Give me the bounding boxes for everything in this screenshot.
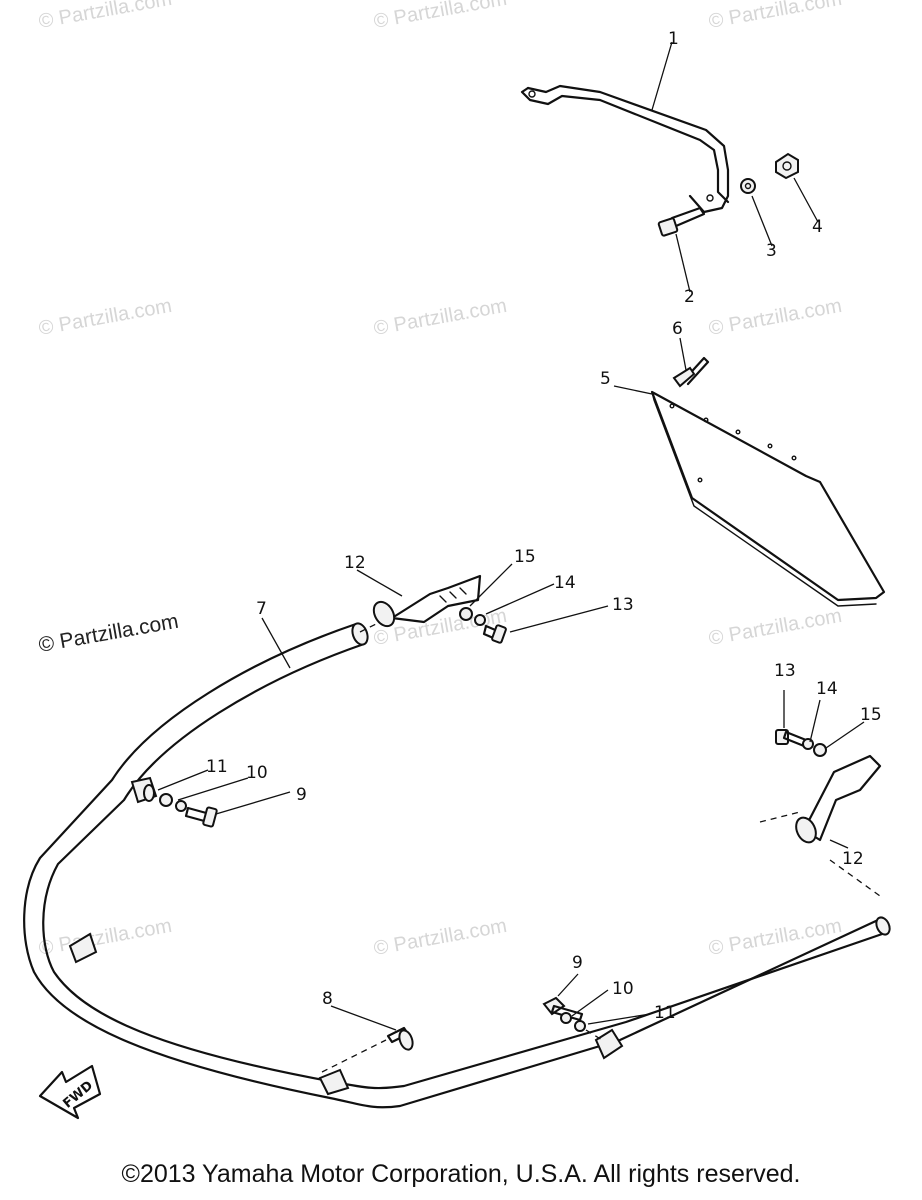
part-12-clamp-upper: [359, 574, 482, 633]
part-7-tube-frame: [23, 622, 891, 1109]
callout-13-lower: 13: [774, 661, 796, 681]
watermark-prominent: © Partzilla.com: [37, 610, 180, 657]
fwd-arrow-icon: FWD: [38, 1064, 102, 1120]
watermark: © Partzilla.com: [37, 295, 174, 340]
callout-1: 1: [668, 29, 679, 49]
hardware-left-9-10-11: [143, 784, 218, 828]
watermark: © Partzilla.com: [37, 0, 174, 33]
callout-14-upper: 14: [554, 573, 576, 593]
callout-15-lower: 15: [860, 705, 882, 725]
watermark: © Partzilla.com: [372, 915, 509, 960]
callout-7: 7: [256, 599, 267, 619]
part-12-clamp-lower: [759, 754, 882, 897]
callout-10-left: 10: [246, 763, 268, 783]
callout-9-left: 9: [296, 785, 307, 805]
leader-lines: [157, 41, 865, 1031]
watermark: © Partzilla.com: [372, 295, 509, 340]
callout-11-left: 11: [206, 757, 228, 777]
part-2-bolt: [657, 206, 706, 237]
callout-9-right: 9: [572, 953, 583, 973]
part-4-cap-nut: [775, 152, 799, 180]
callout-labels: 1 2 3 4 5 6 7 8 9 10 11 9 10 11 12 13 14…: [206, 29, 882, 1023]
callout-12-lower: 12: [842, 849, 864, 869]
watermark: © Partzilla.com: [707, 295, 844, 340]
watermark: © Partzilla.com: [372, 0, 509, 33]
part-8-bolt: [321, 1026, 414, 1073]
callout-12-upper: 12: [344, 553, 366, 573]
callout-14-lower: 14: [816, 679, 838, 699]
part-6-rivet: [672, 356, 710, 388]
part-1-bracket: [520, 84, 730, 214]
watermark: © Partzilla.com: [707, 605, 844, 650]
callout-2: 2: [684, 287, 695, 307]
callout-6: 6: [672, 319, 683, 339]
callout-4: 4: [812, 217, 823, 237]
watermark: © Partzilla.com: [37, 915, 174, 960]
watermark: © Partzilla.com: [707, 0, 844, 33]
hardware-upper-13-14-15: [459, 607, 507, 644]
part-5-plate: [650, 390, 886, 607]
callout-11-right: 11: [654, 1003, 676, 1023]
callout-10-right: 10: [612, 979, 634, 999]
part-3-nut: [740, 178, 756, 194]
callout-13-upper: 13: [612, 595, 634, 615]
hardware-lower-13-14-15: [775, 729, 827, 757]
hardware-right-9-10-11: [542, 996, 603, 1041]
callout-15-upper: 15: [514, 547, 536, 567]
callout-3: 3: [766, 241, 777, 261]
callout-8: 8: [322, 989, 333, 1009]
callout-5: 5: [600, 369, 611, 389]
copyright-notice: ©2013 Yamaha Motor Corporation, U.S.A. A…: [121, 1160, 801, 1188]
